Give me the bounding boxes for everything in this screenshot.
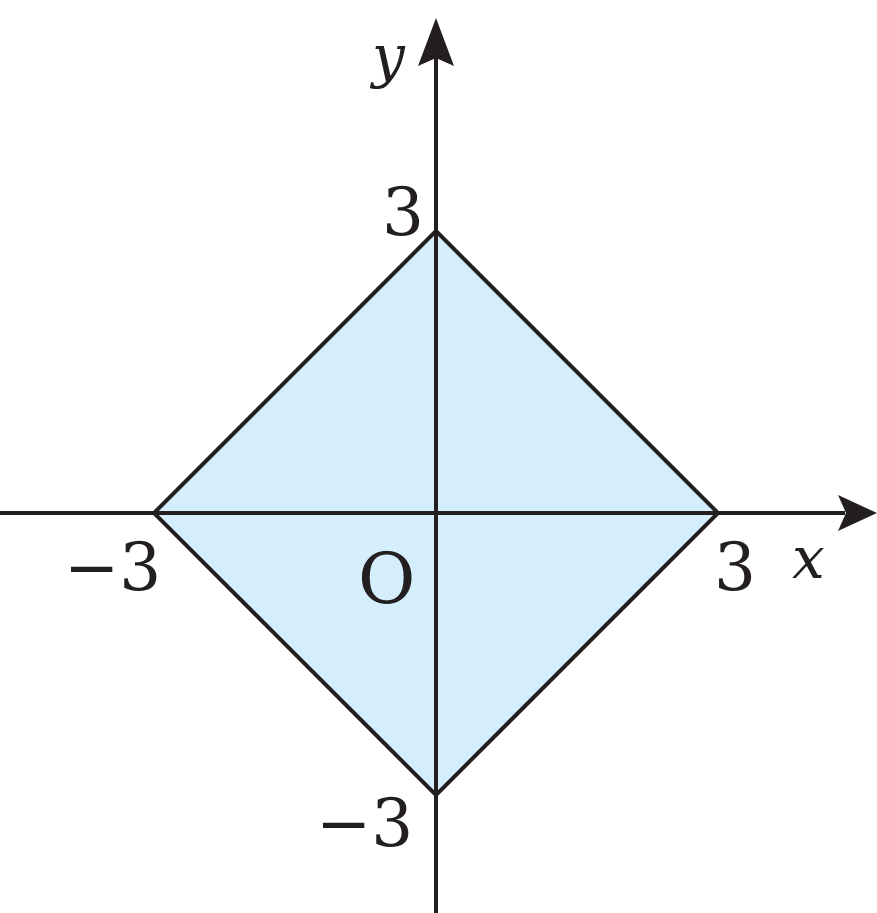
y-tick-negative-label: −3: [316, 785, 413, 862]
y-tick-positive-label: 3: [382, 174, 424, 251]
y-axis-arrow: [418, 18, 454, 66]
x-tick-positive-label: 3: [714, 529, 756, 606]
x-axis-label: x: [792, 524, 825, 592]
x-axis-arrow: [838, 495, 877, 531]
origin-label: O: [358, 538, 415, 620]
x-tick-negative-label: −3: [64, 529, 161, 606]
y-axis-label: y: [369, 22, 406, 90]
